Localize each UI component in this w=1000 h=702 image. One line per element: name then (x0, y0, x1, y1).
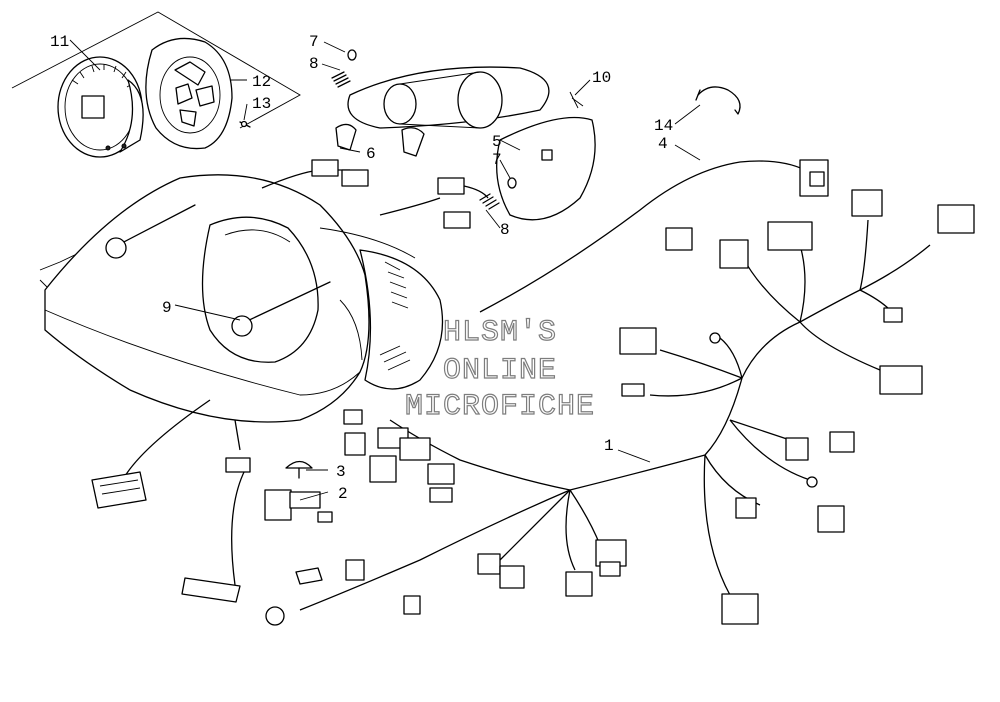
gauge-cluster[interactable] (57, 56, 144, 158)
instrument-assembly-group (11, 11, 301, 158)
callout-7-lower: 7 (492, 151, 502, 169)
hood-console[interactable] (39, 174, 444, 423)
callout-leaders (69, 39, 701, 501)
callout-3: 3 (336, 463, 346, 481)
fuse-holder[interactable] (264, 489, 333, 523)
callout-labels: 1 2 3 4 5 6 7 7 8 8 9 10 11 12 13 14 (50, 33, 673, 503)
headlight-connector-right[interactable] (379, 177, 489, 229)
callout-14: 14 (654, 117, 673, 135)
callout-1: 1 (604, 437, 614, 455)
gauge-housing[interactable] (145, 37, 233, 150)
connector-right-cluster[interactable] (619, 189, 975, 625)
connector-left-multi[interactable] (91, 471, 147, 509)
callout-9: 9 (162, 299, 172, 317)
bulb-upper[interactable] (331, 49, 357, 88)
callout-11: 11 (50, 33, 69, 51)
headlight-housing[interactable] (347, 66, 596, 221)
callout-8-upper: 8 (309, 55, 319, 73)
callout-12: 12 (252, 73, 271, 91)
headlight-connector-left[interactable] (261, 159, 369, 189)
watermark-line-2: ONLINE (443, 354, 557, 388)
connector-bottom-round[interactable] (265, 559, 421, 626)
connector-plug-upper[interactable] (343, 409, 455, 503)
callout-13: 13 (252, 95, 271, 113)
grommet[interactable] (285, 460, 313, 479)
main-wiring-harness[interactable] (117, 219, 931, 611)
adjuster-screw-upper[interactable] (105, 204, 196, 259)
connector-bottom-center[interactable] (477, 539, 627, 597)
headlight-harness[interactable] (479, 159, 829, 313)
connector-plate[interactable] (181, 577, 241, 603)
callout-4: 4 (658, 135, 668, 153)
bulb-lower[interactable] (479, 177, 517, 210)
screw[interactable] (239, 120, 251, 128)
watermark-line-1: HLSM'S (443, 316, 557, 350)
callout-8-lower: 8 (500, 221, 510, 239)
callout-5: 5 (492, 133, 502, 151)
watermark: HLSM'S ONLINE MICROFICHE (404, 315, 595, 424)
callout-10: 10 (592, 69, 611, 87)
bulb-socket-right[interactable] (401, 127, 425, 157)
adjuster-screw-lower[interactable] (231, 281, 331, 337)
callout-2: 2 (338, 485, 348, 503)
bulb-socket-left[interactable] (335, 123, 357, 151)
watermark-line-3: MICROFICHE (405, 390, 595, 424)
connector-relay[interactable] (225, 457, 251, 473)
cable-tie[interactable] (695, 86, 741, 115)
callout-7-upper: 7 (309, 33, 319, 51)
callout-6: 6 (366, 145, 376, 163)
